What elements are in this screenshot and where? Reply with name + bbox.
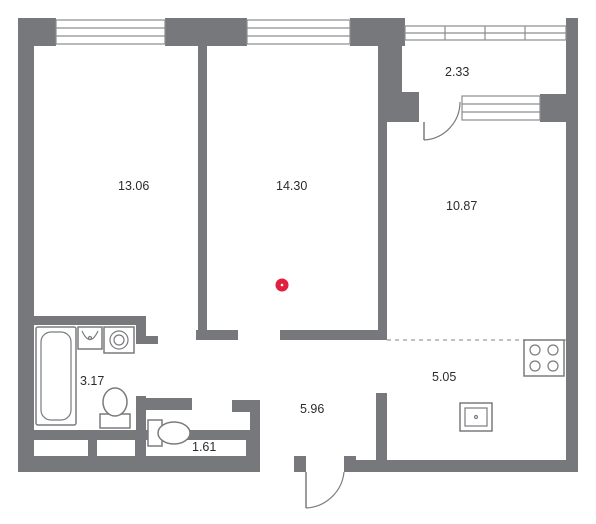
- area-label-kitchen: 5.05: [432, 370, 456, 384]
- bottom-wall-windows: [34, 440, 562, 458]
- location-marker-icon: [275, 278, 289, 292]
- bathtub-icon: [35, 326, 77, 426]
- area-label-bedroom-center: 14.30: [276, 179, 307, 193]
- entrance-door: [305, 471, 345, 509]
- area-label-living-room: 10.87: [446, 199, 477, 213]
- toilet-icon: [147, 419, 191, 447]
- window-living-room: [461, 95, 541, 121]
- kitchen-sink-icon: [459, 402, 493, 432]
- area-label-balcony: 2.33: [445, 65, 469, 79]
- area-label-bedroom-left: 13.06: [118, 179, 149, 193]
- walls: [18, 18, 578, 472]
- window-bedroom-center: [246, 19, 351, 45]
- washing-machine-icon: [103, 326, 135, 354]
- area-label-hallway: 5.96: [300, 402, 324, 416]
- toilet-icon: [99, 387, 131, 429]
- window-bedroom-left: [55, 19, 166, 45]
- area-label-bathroom: 3.17: [80, 374, 104, 388]
- balcony-door: [423, 101, 461, 141]
- area-label-toilet: 1.61: [192, 440, 216, 454]
- washbasin-icon: [77, 326, 103, 350]
- stove-icon: [523, 339, 565, 377]
- window-balcony: [404, 25, 567, 41]
